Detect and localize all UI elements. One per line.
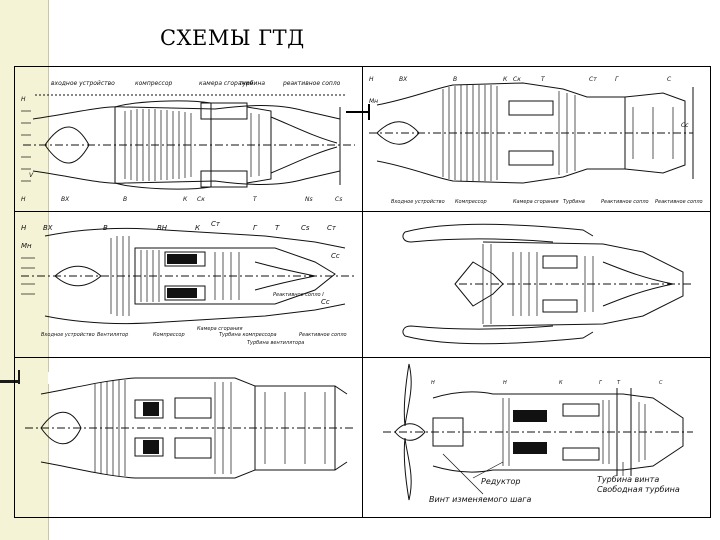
station-label: С: [667, 76, 672, 83]
station-label: Н: [21, 96, 26, 103]
station-label: В: [453, 76, 457, 83]
station-label: ВХ: [61, 196, 70, 203]
station-label: К: [559, 380, 563, 386]
label-turbine: Турбина: [563, 199, 585, 205]
turbojet-afterburner-schematic-bottom-left: [15, 358, 362, 517]
station-label: Н: [21, 196, 26, 203]
station-label: Ск: [197, 196, 205, 203]
label-fan: Вентилятор: [97, 332, 128, 338]
label-propeller-turbine: Турбина винта: [597, 475, 659, 484]
grid-divider: [14, 357, 711, 358]
label-nozzle: реактивное сопло: [282, 80, 341, 87]
station-label: ВХ: [399, 76, 408, 83]
station-label: Г: [599, 380, 603, 386]
station-label: Г: [253, 224, 258, 232]
connector-mark: [368, 104, 370, 120]
station-label: Сs: [301, 224, 310, 232]
station-label: Н: [369, 76, 374, 83]
label-combustor: Камера сгорания: [513, 199, 559, 205]
station-label: Мн: [369, 98, 378, 105]
decorative-line: [48, 384, 49, 540]
label-nozzle-inner: Реактивное сопло I: [273, 292, 324, 298]
station-label: Н: [431, 380, 435, 386]
decorative-left-band: [0, 0, 48, 540]
label-compressor: Компрессор: [153, 332, 185, 338]
station-label: К: [195, 224, 201, 232]
station-label: Т: [617, 380, 621, 386]
station-label: ВН: [157, 224, 168, 232]
station-label: V: [29, 172, 34, 179]
label-turbine: турбина: [239, 80, 265, 87]
station-label: Г: [615, 76, 619, 83]
label-nozzle: Реактивное сопло: [299, 332, 347, 338]
station-label: Т: [275, 224, 280, 232]
turbofan-nacelle-schematic-mid-right: [363, 212, 710, 357]
station-label: Н: [21, 224, 27, 232]
turboprop-schematic-bottom-right: Н Н К Г Т С Редуктор Винт изменяемого ша…: [363, 358, 710, 517]
connector-mark: [346, 111, 370, 113]
decorative-tick: [0, 380, 20, 383]
label-compressor: компрессор: [135, 80, 173, 87]
grid-divider: [14, 211, 711, 212]
station-label: С: [659, 380, 663, 386]
station-label: Ст: [589, 76, 597, 83]
decorative-tick: [18, 370, 20, 384]
turbofan-schematic-mid-left: Н ВХ В ВН К Ст Г Т Сs Ст Мн Сс Сс Реакти…: [15, 212, 362, 357]
label-fan-turbine: Турбина вентилятора: [247, 340, 304, 346]
label-inlet: Входное устройство: [41, 332, 95, 338]
station-label: Сs: [335, 196, 342, 203]
label-compressor-turbine: Турбина компрессора: [219, 332, 277, 338]
station-label: Сс: [321, 298, 330, 306]
grid-divider: [362, 66, 363, 518]
station-label: Н: [503, 380, 507, 386]
station-label: В: [103, 224, 108, 232]
label-variable-pitch-propeller: Винт изменяемого шага: [429, 495, 531, 504]
label-free-turbine: Свободная турбина: [597, 485, 680, 494]
station-label: ВХ: [43, 224, 53, 232]
station-label: Т: [253, 196, 258, 203]
station-label: Т: [541, 76, 546, 83]
label-inlet: Входное устройство: [391, 199, 445, 205]
label-gearbox: Редуктор: [481, 477, 520, 486]
station-label: Мн: [21, 242, 32, 250]
station-label: К: [503, 76, 508, 83]
label-nozzle: Реактивное сопло: [655, 199, 703, 205]
label-inlet: входное устройство: [51, 80, 115, 87]
turbojet-schematic-top-right: Н ВХ В К Ск Т Ст Г С Мн Сс Входное устро…: [363, 67, 710, 211]
station-label: Ст: [211, 220, 221, 228]
label-nozzle: Реактивное сопло: [601, 199, 649, 205]
label-combustor: Камера сгорания: [197, 326, 243, 332]
station-label: Ск: [513, 76, 521, 83]
station-label: Сс: [331, 252, 340, 260]
label-combustor: камера сгорания: [199, 80, 253, 87]
station-label: В: [123, 196, 127, 203]
station-label: Ст: [327, 224, 337, 232]
label-compressor: Компрессор: [455, 199, 487, 205]
station-label: Ns: [305, 196, 313, 203]
turbojet-schematic-top-left: входное устройство компрессор камера сго…: [15, 67, 362, 211]
page-title: СХЕМЫ ГТД: [160, 26, 305, 50]
decorative-line: [48, 0, 49, 372]
station-label: К: [183, 196, 188, 203]
station-label: Сс: [681, 122, 689, 129]
